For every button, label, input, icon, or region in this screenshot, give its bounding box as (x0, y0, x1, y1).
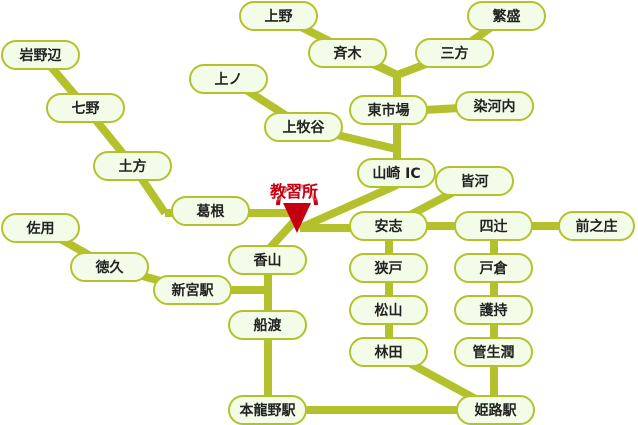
station-node[interactable]: 染河内 (455, 91, 534, 121)
station-node[interactable]: 香山 (228, 245, 307, 275)
station-node[interactable]: 岩野辺 (1, 40, 80, 70)
station-node[interactable]: 管生潤 (454, 337, 533, 367)
station-node[interactable]: 山崎 IC (357, 158, 436, 188)
station-node[interactable]: 前之庄 (558, 211, 635, 241)
station-node[interactable]: 戸倉 (454, 253, 533, 283)
station-node[interactable]: 姫路駅 (456, 395, 535, 425)
route-segment (298, 181, 399, 232)
station-node[interactable]: 松山 (349, 295, 428, 325)
station-node[interactable]: 狭戸 (349, 253, 428, 283)
station-node[interactable]: 林田 (349, 337, 428, 367)
school-label: 教習所 (270, 182, 319, 201)
station-node[interactable]: 護持 (454, 295, 533, 325)
station-node[interactable]: 斉木 (308, 38, 387, 68)
station-node[interactable]: 新宮駅 (153, 275, 232, 305)
station-node[interactable]: 土方 (93, 151, 172, 181)
station-node[interactable]: 葛根 (171, 196, 250, 226)
station-node[interactable]: 徳久 (70, 252, 149, 282)
station-node[interactable]: 安志 (349, 211, 428, 241)
station-node[interactable]: 三方 (415, 38, 494, 68)
station-node[interactable]: 七野 (46, 93, 125, 123)
station-node[interactable]: 本龍野駅 (228, 395, 307, 425)
station-node[interactable]: 上野 (239, 1, 318, 31)
station-node[interactable]: 上牧谷 (264, 112, 343, 142)
station-node[interactable]: 東市場 (349, 95, 428, 125)
station-node[interactable]: 佐用 (1, 213, 80, 243)
station-node[interactable]: 上ノ (189, 64, 268, 94)
station-node[interactable]: 繁盛 (467, 1, 546, 31)
station-node[interactable]: 四辻 (454, 211, 533, 241)
station-node[interactable]: 船渡 (228, 310, 307, 340)
station-node[interactable]: 皆河 (435, 166, 514, 196)
